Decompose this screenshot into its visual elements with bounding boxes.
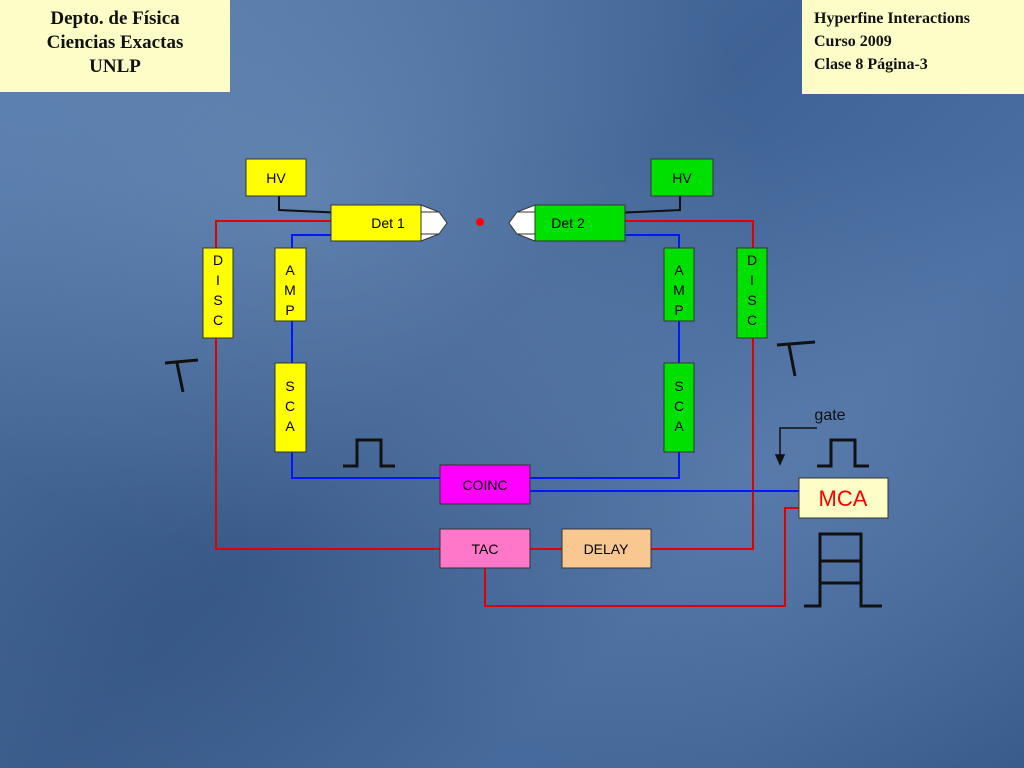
amp-right-letter-2: M — [673, 282, 685, 298]
course-title: Hyperfine Interactions — [814, 10, 970, 27]
course-class-page: Clase 8 Página-3 — [814, 56, 928, 73]
source-dot — [476, 218, 484, 226]
disc-left-letter-1: D — [213, 252, 223, 268]
disc-left-box: D I S C — [202, 247, 234, 339]
amp-left-box: A M P — [274, 247, 307, 322]
hv-left-label: HV — [266, 170, 286, 186]
amp-left-letter-3: P — [285, 302, 294, 318]
delay-label: DELAY — [584, 541, 630, 557]
course-label: Hyperfine Interactions Curso 2009 Clase … — [802, 0, 1024, 94]
hv-right-box: HV — [650, 158, 714, 197]
tac-box: TAC — [439, 528, 531, 569]
gate-pulse-icon — [817, 438, 869, 468]
institution-dept: Depto. de Física — [50, 8, 180, 29]
gate-arrow-icon — [774, 427, 817, 466]
sca-left-letter-2: C — [285, 398, 295, 414]
hv-left-box: HV — [245, 158, 307, 197]
detector-2: Det 2 — [508, 204, 626, 242]
coinc-label: COINC — [462, 477, 507, 493]
sca-right-letter-1: S — [674, 378, 683, 394]
tac-label: TAC — [472, 541, 499, 557]
sca-right-box: S C A — [663, 362, 695, 453]
gate-label: gate — [814, 407, 845, 424]
sca-right-letter-2: C — [674, 398, 684, 414]
course-year: Curso 2009 — [814, 33, 892, 50]
disc-right-letter-4: C — [747, 312, 757, 328]
disc-right-letter-3: S — [747, 292, 756, 308]
detector-2-label: Det 2 — [551, 215, 585, 231]
institution-university: UNLP — [89, 56, 141, 77]
disc-left-letter-3: S — [213, 292, 222, 308]
coinc-box: COINC — [439, 464, 531, 505]
sca-left-box: S C A — [274, 362, 307, 453]
hv-right-label: HV — [672, 170, 692, 186]
disc-left-letter-2: I — [216, 272, 220, 288]
red-wires — [215, 220, 799, 607]
detector-1-label: Det 1 — [371, 215, 405, 231]
institution-faculty: Ciencias Exactas — [46, 32, 184, 53]
delay-box: DELAY — [561, 528, 652, 569]
detector-1: Det 1 — [330, 204, 448, 242]
amp-right-box: A M P — [663, 247, 695, 322]
disc-pulse-right-icon — [776, 340, 816, 377]
blue-wires — [291, 234, 799, 492]
sca-left-letter-3: A — [285, 418, 295, 434]
sca-gate-pulse-icon — [343, 438, 395, 468]
mca-label: MCA — [819, 486, 868, 511]
amp-right-letter-1: A — [674, 262, 684, 278]
disc-right-letter-1: D — [747, 252, 757, 268]
amp-left-letter-2: M — [284, 282, 296, 298]
disc-left-letter-4: C — [213, 312, 223, 328]
tac-output-pulses-icon — [804, 532, 882, 608]
institution-label: Depto. de Física Ciencias Exactas UNLP — [0, 0, 230, 92]
disc-right-letter-2: I — [750, 272, 754, 288]
amp-right-letter-3: P — [674, 302, 683, 318]
hv-cables — [278, 196, 681, 214]
sca-left-letter-1: S — [285, 378, 294, 394]
amp-left-letter-1: A — [285, 262, 295, 278]
disc-pulse-left-icon — [164, 358, 199, 393]
sca-right-letter-3: A — [674, 418, 684, 434]
disc-right-box: D I S C — [736, 247, 768, 339]
mca-box: MCA — [798, 477, 889, 519]
